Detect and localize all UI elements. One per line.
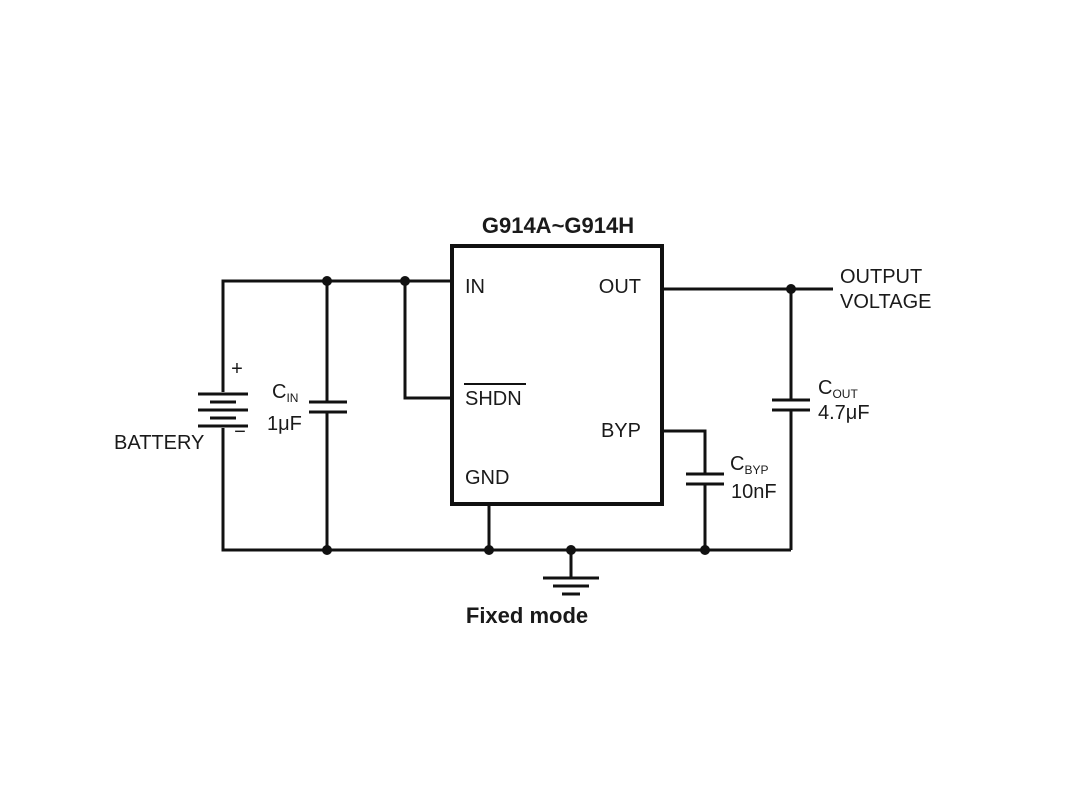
pin-gnd-label: GND	[465, 467, 509, 489]
output-label-line1: OUTPUT	[840, 266, 922, 288]
junction-dot	[700, 545, 710, 555]
ground-symbol	[543, 576, 599, 596]
pin-out-label: OUT	[599, 276, 641, 298]
cout-subscript: OUT	[832, 387, 858, 401]
junction-dot	[322, 276, 332, 286]
shdn-wire	[403, 281, 452, 400]
cbyp-subscript: BYP	[744, 463, 768, 477]
junction-dot	[786, 284, 796, 294]
pin-shdn-label: SHDN	[465, 388, 522, 410]
battery-symbol	[198, 392, 248, 428]
cin-subscript: IN	[286, 391, 298, 405]
junction-dot	[400, 276, 410, 286]
junction-dot	[484, 545, 494, 555]
battery-label: BATTERY	[114, 432, 204, 454]
battery-minus: −	[234, 421, 246, 443]
junction-dot	[322, 545, 332, 555]
ground-rail	[221, 428, 791, 552]
input-wire	[221, 279, 452, 392]
byp-wire	[662, 429, 707, 474]
cin-name: CIN	[272, 381, 298, 405]
cbyp-value: 10nF	[731, 481, 777, 503]
ic-title: G914A~G914H	[482, 213, 634, 238]
diagram-caption: Fixed mode	[466, 603, 588, 628]
cout-value: 4.7μF	[818, 402, 870, 424]
cin-value: 1μF	[267, 413, 302, 435]
cbyp-name: CBYP	[730, 453, 768, 477]
battery-plus: +	[231, 358, 243, 380]
pin-byp-label: BYP	[601, 420, 641, 442]
output-label-line2: VOLTAGE	[840, 291, 932, 313]
ic-body	[450, 244, 664, 506]
cout-name: COUT	[818, 377, 858, 401]
pin-in-label: IN	[465, 276, 485, 298]
junction-dot	[566, 545, 576, 555]
